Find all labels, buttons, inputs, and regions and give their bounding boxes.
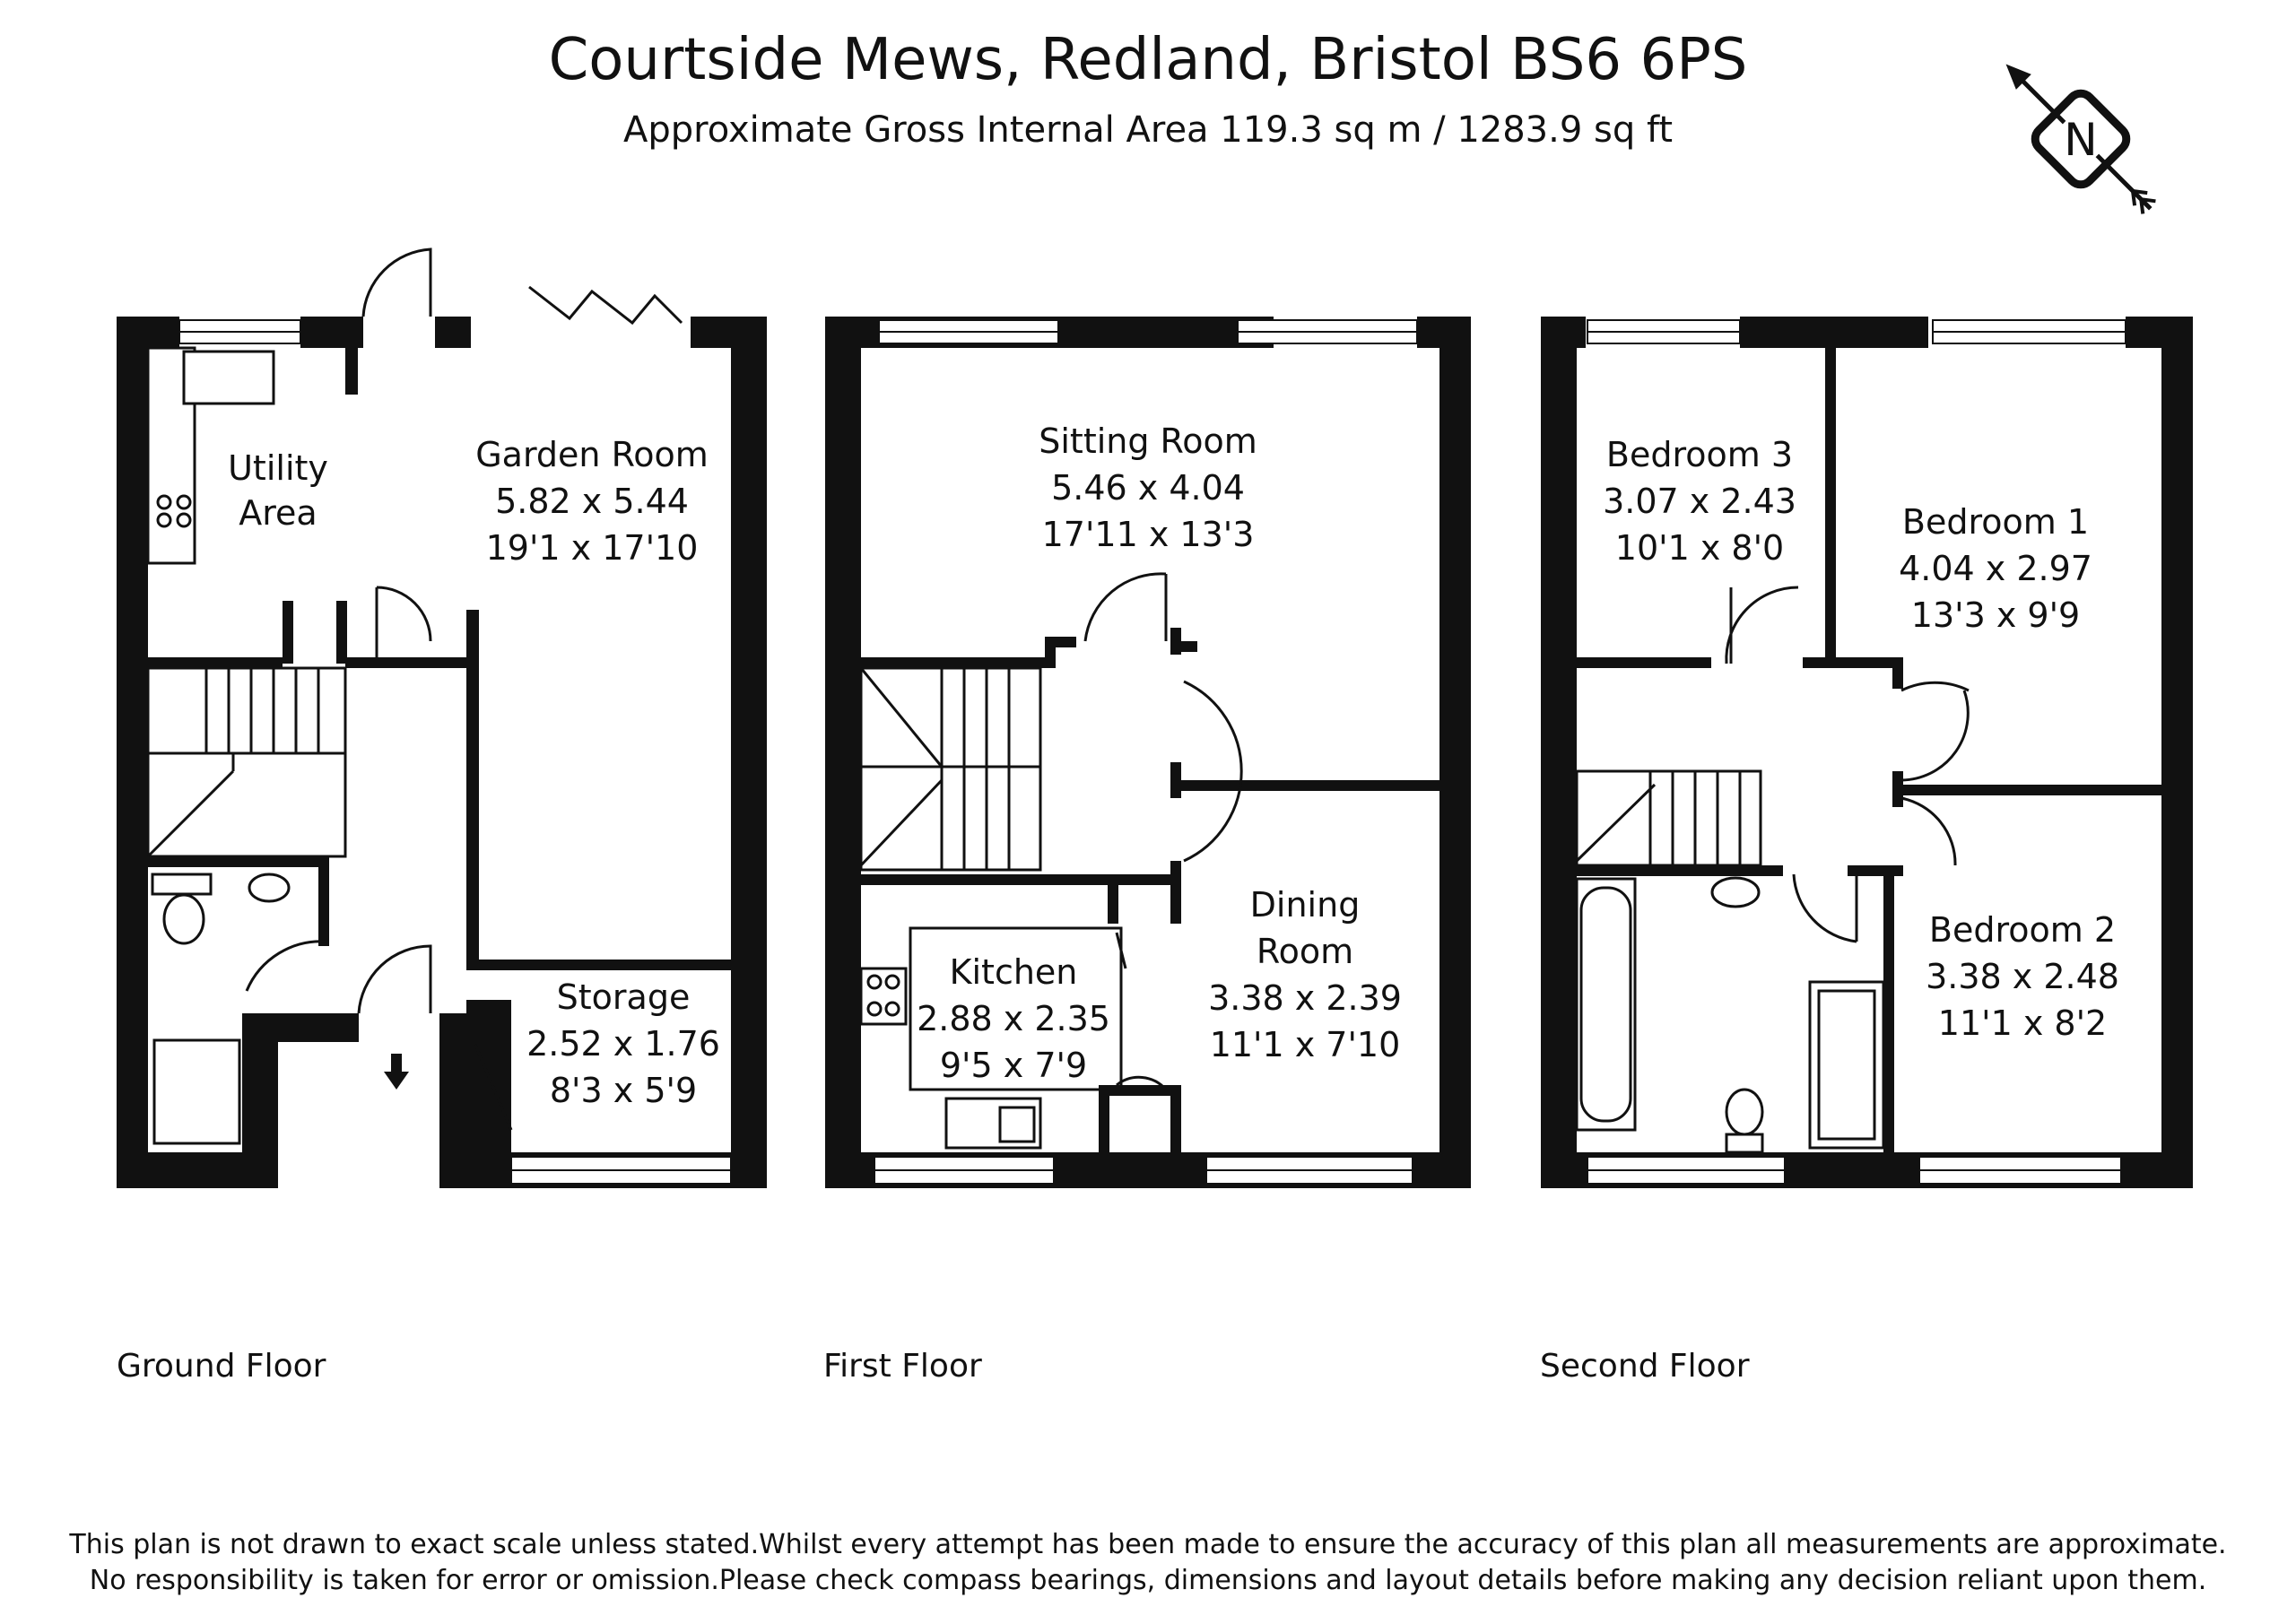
stairs-icon	[146, 666, 347, 858]
room-imperial: 17'11 x 13'3	[1042, 515, 1255, 554]
room-metric: 5.82 x 5.44	[495, 482, 689, 521]
room-name: Bedroom 2	[1929, 910, 2116, 950]
room-metric: 3.38 x 2.48	[1926, 957, 2119, 996]
entrance-arrow-icon	[384, 1054, 409, 1090]
disclaimer-line-1: This plan is not drawn to exact scale un…	[68, 1529, 2226, 1560]
plan-subtitle: Approximate Gross Internal Area 119.3 sq…	[623, 109, 1673, 151]
room-metric: 3.07 x 2.43	[1603, 482, 1796, 521]
second-floor-plan: Bedroom 3 3.07 x 2.43 10'1 x 8'0 Bedroom…	[1540, 317, 2193, 1385]
plan-title: Courtside Mews, Redland, Bristol BS6 6PS	[549, 27, 1748, 93]
room-metric: 3.38 x 2.39	[1208, 978, 1402, 1018]
room-name: Storage	[557, 977, 691, 1017]
room-name: Bedroom 3	[1606, 435, 1793, 474]
room-metric: 5.46 x 4.04	[1051, 468, 1245, 508]
room-name: Area	[239, 493, 317, 533]
stairs-icon	[859, 666, 1042, 872]
room-imperial: 9'5 x 7'9	[940, 1046, 1087, 1085]
room-imperial: 10'1 x 8'0	[1615, 528, 1784, 568]
floor-label: First Floor	[823, 1348, 982, 1385]
disclaimer-line-2: No responsibility is taken for error or …	[90, 1565, 2206, 1596]
floor-label: Second Floor	[1540, 1348, 1750, 1385]
floor-label: Ground Floor	[117, 1348, 326, 1385]
stairs-icon	[1575, 769, 1762, 867]
room-name: Sitting Room	[1039, 421, 1257, 461]
first-floor-plan: Sitting Room 5.46 x 4.04 17'11 x 13'3 Ki…	[823, 317, 1471, 1385]
room-imperial: 19'1 x 17'10	[486, 528, 699, 568]
north-compass-icon: N	[2005, 64, 2156, 214]
room-name: Kitchen	[950, 952, 1078, 992]
compass-letter: N	[2064, 114, 2097, 166]
room-metric: 2.52 x 1.76	[526, 1024, 720, 1064]
ground-floor-plan: Utility Area Garden Room 5.82 x 5.44 19'…	[117, 248, 767, 1385]
room-imperial: 8'3 x 5'9	[550, 1071, 697, 1110]
room-metric: 4.04 x 2.97	[1899, 549, 2092, 588]
room-name: Room	[1257, 932, 1353, 971]
room-name: Utility	[228, 448, 328, 488]
room-imperial: 11'1 x 7'10	[1210, 1025, 1401, 1064]
room-name: Bedroom 1	[1902, 502, 2089, 542]
room-name: Dining	[1250, 885, 1361, 925]
room-name: Garden Room	[475, 435, 709, 474]
room-imperial: 13'3 x 9'9	[1911, 595, 2080, 635]
room-metric: 2.88 x 2.35	[917, 999, 1110, 1038]
room-imperial: 11'1 x 8'2	[1938, 1003, 2107, 1043]
